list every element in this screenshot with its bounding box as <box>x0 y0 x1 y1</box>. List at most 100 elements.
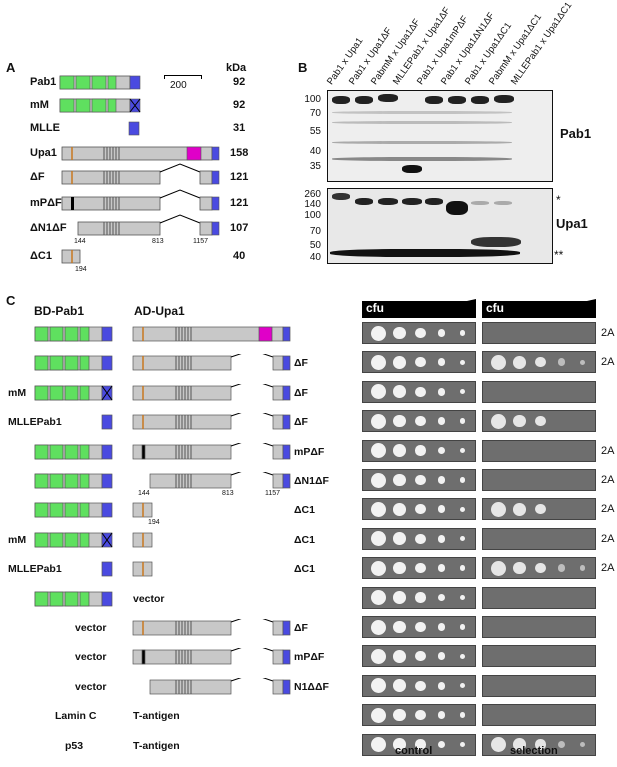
colony-spot <box>393 356 406 369</box>
colony-spot <box>437 534 446 543</box>
construct-row-1 <box>34 326 291 342</box>
pab1-construct <box>59 75 141 90</box>
colony-spot <box>557 564 566 573</box>
ad-label-row-13: N1ΔΔF <box>294 680 329 693</box>
star-single: * <box>556 193 561 207</box>
ad-label-row-2: ΔF <box>294 357 308 370</box>
df-construct <box>61 163 220 185</box>
control-plate-row-14 <box>362 704 476 727</box>
bd-label-row-12: vector <box>75 651 107 664</box>
construct-row-6 <box>34 472 291 489</box>
colony-spot <box>415 710 426 721</box>
selection-plate-row-1 <box>482 322 596 344</box>
colony-spot <box>513 561 526 575</box>
construct-row-10 <box>34 591 113 606</box>
control-plate-row-5 <box>362 439 476 462</box>
colony-spot <box>371 590 386 606</box>
bd-label-row-4: MLLEPab1 <box>8 416 62 429</box>
dn1df-construct <box>77 214 220 236</box>
colony-spot <box>579 565 586 571</box>
colony-spot <box>415 357 426 368</box>
colony-spot <box>393 561 406 575</box>
colony-spot <box>415 739 426 750</box>
pos-144-a: 144 <box>74 238 86 245</box>
row-kda-mm: 92 <box>233 99 246 111</box>
colony-spot <box>535 416 546 427</box>
selection-plate-row-7 <box>482 498 596 521</box>
pos-194-a: 194 <box>75 266 87 273</box>
scale-label: 200 <box>170 80 187 91</box>
colony-spot <box>437 476 446 484</box>
construct-row-9 <box>101 561 153 577</box>
ad-label-row-3: ΔF <box>294 386 308 399</box>
colony-spot <box>557 740 566 749</box>
selection-plate-row-8 <box>482 527 596 550</box>
colony-spot <box>437 623 446 631</box>
colony-spot <box>535 563 546 574</box>
selection-plate-row-14 <box>482 704 596 727</box>
cfu-label-selection: cfu <box>486 301 504 315</box>
marker-bot-140: 140 <box>304 199 321 210</box>
colony-spot <box>459 594 466 601</box>
colony-spot <box>371 619 386 635</box>
colony-spot <box>371 678 386 694</box>
colony-spot <box>393 414 406 428</box>
construct-row-3 <box>34 383 291 401</box>
row-kda-upa1: 158 <box>230 147 249 159</box>
mlle-construct <box>128 121 140 136</box>
construct-row-4 <box>101 413 291 430</box>
marker-bot-100: 100 <box>304 210 321 221</box>
colony-spot <box>415 651 426 662</box>
marker-top-35: 35 <box>309 161 321 172</box>
colony-spot <box>371 737 386 753</box>
row-label-mm: mM <box>30 99 49 111</box>
upa1-construct <box>61 146 220 161</box>
gradient-triangle-control <box>390 299 476 318</box>
colony-spot <box>491 560 506 576</box>
colony-spot <box>459 536 466 542</box>
colony-spot <box>437 652 446 661</box>
colony-spot <box>535 357 546 368</box>
control-plate-row-4 <box>362 410 476 433</box>
colony-spot <box>459 712 466 718</box>
colony-spot <box>393 738 406 751</box>
tag-2a-row-6: 2A <box>601 474 615 486</box>
panel-c-letter: C <box>6 293 16 308</box>
pos-1157-c: 1157 <box>265 490 281 497</box>
control-plate-row-13 <box>362 674 476 697</box>
control-plate-row-12 <box>362 645 476 668</box>
colony-spot <box>513 414 526 428</box>
colony-spot <box>513 356 526 369</box>
marker-top-40: 40 <box>309 146 321 157</box>
control-plate-row-10 <box>362 586 476 609</box>
pos-144-c: 144 <box>138 490 150 497</box>
mpdf-construct <box>61 189 220 211</box>
colony-spot <box>371 384 386 400</box>
tag-2a-row-9: 2A <box>601 562 615 575</box>
blot-label-pab1: Pab1 <box>560 126 592 141</box>
bd-label-row-15: p53 <box>65 739 84 752</box>
colony-spot <box>393 591 406 604</box>
colony-spot <box>513 738 526 751</box>
cfu-label-control: cfu <box>366 301 384 315</box>
selection-plate-row-9 <box>482 557 596 580</box>
colony-spot <box>459 477 466 483</box>
row-kda-dn1df: 107 <box>230 222 249 234</box>
pos-813-a: 813 <box>152 238 164 245</box>
bd-label-row-9: MLLEPab1 <box>8 563 62 576</box>
colony-spot <box>459 565 466 571</box>
tag-2a-row-5: 2A <box>601 444 615 457</box>
colony-spot <box>393 679 406 693</box>
colony-spot <box>459 389 466 395</box>
row-kda-dc1: 40 <box>233 250 246 262</box>
colony-spot <box>393 385 406 399</box>
bd-label-row-3: mM <box>8 386 27 399</box>
selection-plate-row-15 <box>482 733 596 756</box>
bd-label-row-11: vector <box>75 622 107 634</box>
ad-label-row-10: vector <box>133 592 165 605</box>
construct-row-12 <box>132 648 291 665</box>
selection-plate-row-12 <box>482 645 596 668</box>
colony-spot <box>437 564 446 573</box>
colony-spot <box>437 387 446 396</box>
colony-spot <box>491 413 506 429</box>
